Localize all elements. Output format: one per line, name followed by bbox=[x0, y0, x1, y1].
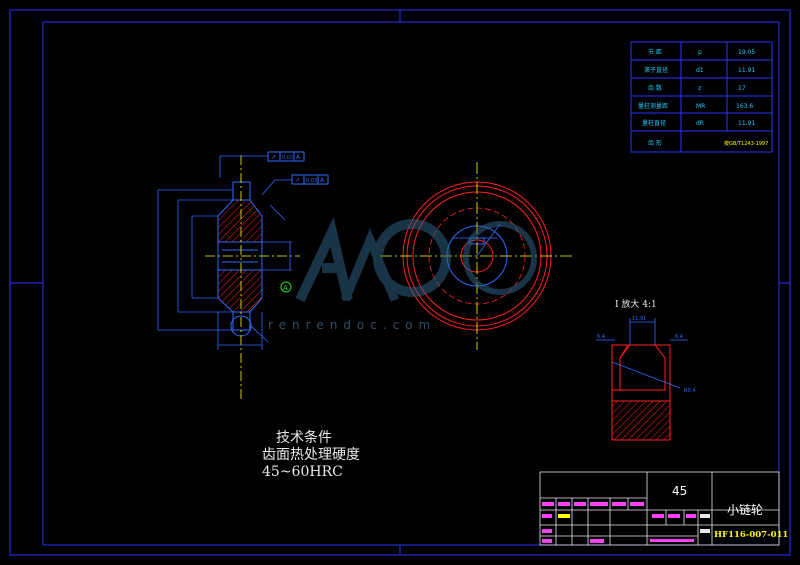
param-value: 按GB/T1243-1997 bbox=[724, 140, 768, 147]
watermark-logo bbox=[295, 216, 537, 303]
centering-marks bbox=[10, 10, 790, 555]
param-symbol: MR bbox=[696, 103, 705, 110]
param-symbol: p bbox=[698, 49, 702, 56]
svg-text:0.02: 0.02 bbox=[282, 155, 293, 161]
outer-frame bbox=[9, 9, 791, 556]
param-symbol: z bbox=[698, 85, 701, 92]
param-value: 11.91 bbox=[738, 67, 755, 74]
detail-leader-dim: R0.4 bbox=[684, 388, 695, 394]
param-name: 量柱测量距 bbox=[638, 102, 668, 110]
detail-left-dim: 6.4 bbox=[597, 334, 605, 340]
param-symbol: d1 bbox=[696, 67, 704, 74]
drawing-number: HF116-007-011 bbox=[714, 530, 788, 540]
svg-text:↗: ↗ bbox=[295, 177, 300, 184]
part-name: 小链轮 bbox=[727, 502, 763, 517]
title-block bbox=[539, 471, 780, 546]
param-symbol: dR bbox=[696, 120, 704, 127]
material-label: 45 bbox=[672, 484, 687, 498]
param-name: 量柱直径 bbox=[642, 119, 666, 127]
tech-line-2: 45~60HRC bbox=[262, 464, 343, 480]
detail-top-dim: 11.91 bbox=[632, 316, 646, 322]
tolerance-frame: ↗ 0.03 A bbox=[261, 174, 329, 196]
params-table: 节 距 p 19.05 滚子直径 d1 11.91 齿 数 z 17 量柱测量距… bbox=[630, 41, 773, 153]
param-name: 滚子直径 bbox=[644, 66, 668, 74]
svg-text:↗: ↗ bbox=[271, 154, 276, 161]
param-value: 163.6 bbox=[736, 103, 753, 110]
param-value: 11.91 bbox=[738, 120, 755, 127]
svg-text:0.03: 0.03 bbox=[306, 178, 317, 184]
inner-frame bbox=[42, 21, 780, 546]
tech-title: 技术条件 bbox=[276, 430, 332, 446]
section-view: A ↗ 0.02 A ↗ 0.03 A bbox=[157, 151, 329, 400]
param-value: 17 bbox=[738, 85, 746, 92]
detail-right-dim: 6.4 bbox=[675, 334, 683, 340]
detail-view: I 放大 4:1 11.91 6.4 6.4 R0.4 bbox=[596, 298, 695, 441]
tolerance-frame: ↗ 0.02 A bbox=[219, 151, 305, 178]
param-name: 齿 形 bbox=[648, 139, 662, 147]
param-value: 19.05 bbox=[738, 49, 755, 56]
param-name: 齿 数 bbox=[648, 84, 662, 92]
watermark-text: renrendoc.com bbox=[268, 318, 437, 332]
detail-title: I 放大 4:1 bbox=[615, 298, 657, 310]
svg-text:A: A bbox=[296, 154, 301, 161]
tech-line-1: 齿面热处理硬度 bbox=[262, 447, 360, 463]
tech-requirements: 技术条件 齿面热处理硬度 45~60HRC bbox=[262, 430, 360, 481]
front-view bbox=[380, 162, 572, 350]
param-name: 节 距 bbox=[648, 48, 662, 56]
datum-label: A bbox=[283, 284, 288, 292]
title-block-smallmarks bbox=[542, 502, 710, 543]
svg-text:A: A bbox=[320, 177, 325, 184]
